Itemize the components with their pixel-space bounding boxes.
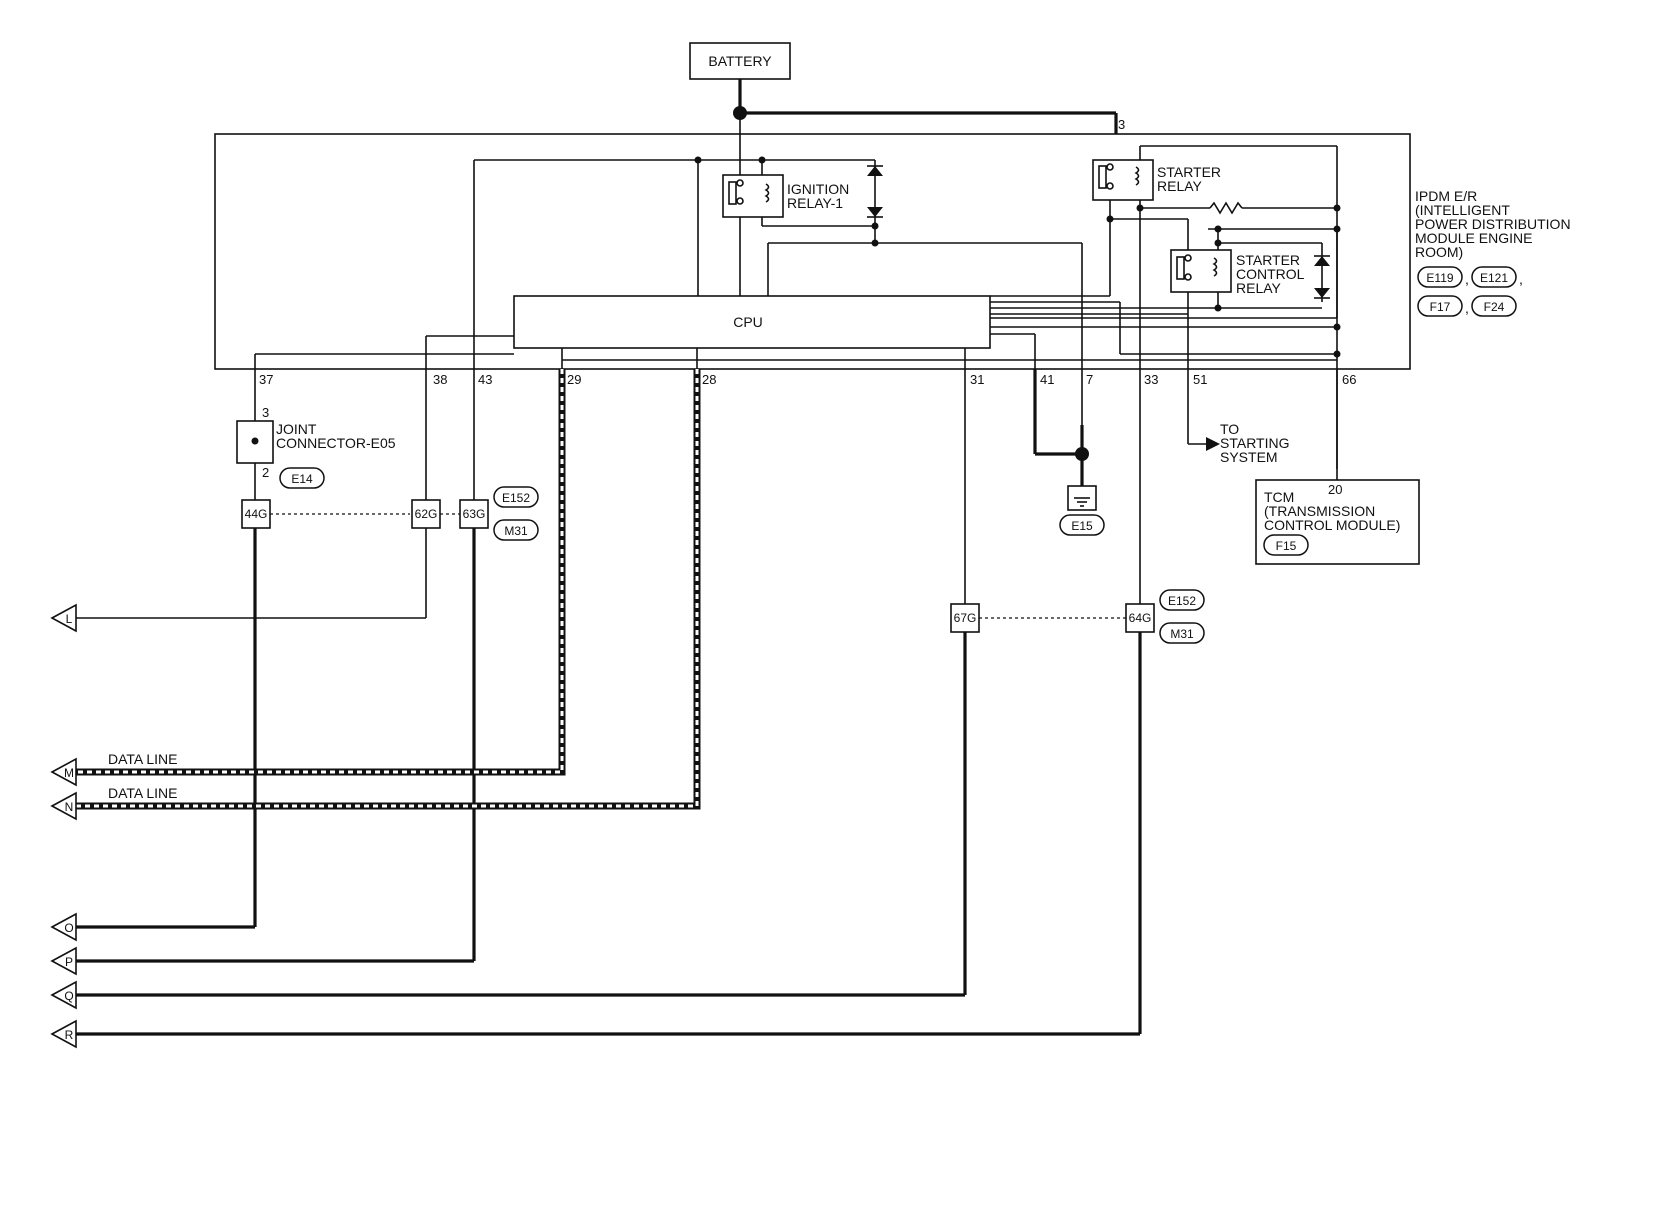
battery-label: BATTERY bbox=[708, 53, 772, 69]
svg-text:P: P bbox=[65, 955, 73, 969]
svg-text:64G: 64G bbox=[1129, 611, 1152, 625]
svg-text:E119: E119 bbox=[1426, 271, 1453, 285]
ipdm-box bbox=[214, 133, 1411, 370]
svg-text:L: L bbox=[66, 612, 73, 626]
svg-text:Q: Q bbox=[64, 989, 73, 1003]
svg-text:(TRANSMISSION: (TRANSMISSION bbox=[1264, 503, 1375, 519]
svg-text:,: , bbox=[1465, 271, 1469, 287]
svg-text:28: 28 bbox=[702, 372, 716, 387]
svg-text:,: , bbox=[1519, 271, 1523, 287]
harness-left-connector-1: E152 bbox=[502, 491, 530, 505]
ipdm-connector-badges: E119 , E121 , F17 , F24 bbox=[1417, 266, 1523, 317]
svg-text:STARTING: STARTING bbox=[1220, 435, 1290, 451]
svg-text:CONTROL MODULE): CONTROL MODULE) bbox=[1264, 517, 1400, 533]
svg-text:63G: 63G bbox=[463, 507, 486, 521]
svg-text:41: 41 bbox=[1040, 372, 1054, 387]
svg-text:N: N bbox=[65, 800, 74, 814]
svg-text:2: 2 bbox=[262, 465, 269, 480]
cpu-label: CPU bbox=[733, 314, 763, 330]
svg-text:38: 38 bbox=[433, 372, 447, 387]
ignition-relay-label: IGNITION bbox=[787, 181, 849, 197]
starter-control-relay-label: STARTER bbox=[1236, 252, 1300, 268]
offpage-connector-p: P bbox=[50, 946, 77, 976]
svg-text:IPDM E/R: IPDM E/R bbox=[1415, 188, 1477, 204]
svg-text:29: 29 bbox=[567, 372, 581, 387]
svg-text:ROOM): ROOM) bbox=[1415, 244, 1463, 260]
svg-text:43: 43 bbox=[478, 372, 492, 387]
svg-text:31: 31 bbox=[970, 372, 984, 387]
harness-pin-63g bbox=[459, 499, 489, 529]
tcm-connector: F15 bbox=[1276, 539, 1297, 553]
starter-relay-label: STARTER bbox=[1157, 164, 1221, 180]
svg-text:66: 66 bbox=[1342, 372, 1356, 387]
svg-text:RELAY: RELAY bbox=[1236, 280, 1282, 296]
svg-text:RELAY-1: RELAY-1 bbox=[787, 195, 843, 211]
svg-text:3: 3 bbox=[262, 405, 269, 420]
data-line-label-n: DATA LINE bbox=[108, 785, 178, 801]
offpage-connector-q: Q bbox=[50, 980, 77, 1010]
tcm-label: TCM bbox=[1264, 489, 1294, 505]
joint-connector-label: JOINT bbox=[276, 421, 317, 437]
battery-box bbox=[689, 42, 791, 80]
svg-text:44G: 44G bbox=[245, 507, 268, 521]
svg-text:CONTROL: CONTROL bbox=[1236, 266, 1305, 282]
offpage-connector-n: N bbox=[50, 791, 77, 821]
svg-text:M: M bbox=[64, 766, 74, 780]
svg-text:E121: E121 bbox=[1480, 271, 1508, 285]
joint-connector-badge: E14 bbox=[291, 472, 313, 486]
ipdm-label: IPDM E/R (INTELLIGENT POWER DISTRIBUTION… bbox=[1415, 188, 1571, 260]
cpu-box bbox=[513, 295, 991, 349]
offpage-connector-m: M bbox=[50, 757, 77, 787]
svg-text:R: R bbox=[65, 1028, 74, 1042]
offpage-connector-r: R bbox=[50, 1019, 77, 1049]
svg-text:CONNECTOR-E05: CONNECTOR-E05 bbox=[276, 435, 396, 451]
svg-text:MODULE ENGINE: MODULE ENGINE bbox=[1415, 230, 1532, 246]
svg-text:POWER DISTRIBUTION: POWER DISTRIBUTION bbox=[1415, 216, 1571, 232]
svg-text:67G: 67G bbox=[954, 611, 977, 625]
svg-text:(INTELLIGENT: (INTELLIGENT bbox=[1415, 202, 1510, 218]
svg-text:62G: 62G bbox=[415, 507, 438, 521]
offpage-connector-o: O bbox=[50, 912, 77, 942]
svg-text:,: , bbox=[1465, 300, 1469, 316]
harness-right-connector-2: M31 bbox=[1170, 627, 1194, 641]
harness-pin-62g bbox=[411, 499, 441, 529]
data-line-label-m: DATA LINE bbox=[108, 751, 178, 767]
harness-pin-64g bbox=[1125, 603, 1155, 633]
harness-right-connector-1: E152 bbox=[1168, 594, 1196, 608]
to-starting-system-label: TO bbox=[1220, 421, 1239, 437]
svg-text:SYSTEM: SYSTEM bbox=[1220, 449, 1278, 465]
ipdm-pin-labels: 37 38 43 29 28 31 41 7 33 51 66 bbox=[259, 372, 1356, 387]
svg-text:51: 51 bbox=[1193, 372, 1207, 387]
pin-battery-in: 3 bbox=[1118, 117, 1125, 132]
svg-text:F24: F24 bbox=[1484, 300, 1505, 314]
svg-text:RELAY: RELAY bbox=[1157, 178, 1203, 194]
ground-connector-label: E15 bbox=[1071, 519, 1093, 533]
svg-text:F17: F17 bbox=[1430, 300, 1451, 314]
offpage-connector-l: L bbox=[50, 603, 77, 633]
svg-text:37: 37 bbox=[259, 372, 273, 387]
tcm-pin: 20 bbox=[1328, 482, 1342, 497]
harness-left-connector-2: M31 bbox=[504, 524, 528, 538]
svg-text:33: 33 bbox=[1144, 372, 1158, 387]
tcm-box bbox=[1255, 479, 1420, 565]
svg-text:O: O bbox=[64, 921, 73, 935]
svg-text:7: 7 bbox=[1086, 372, 1093, 387]
